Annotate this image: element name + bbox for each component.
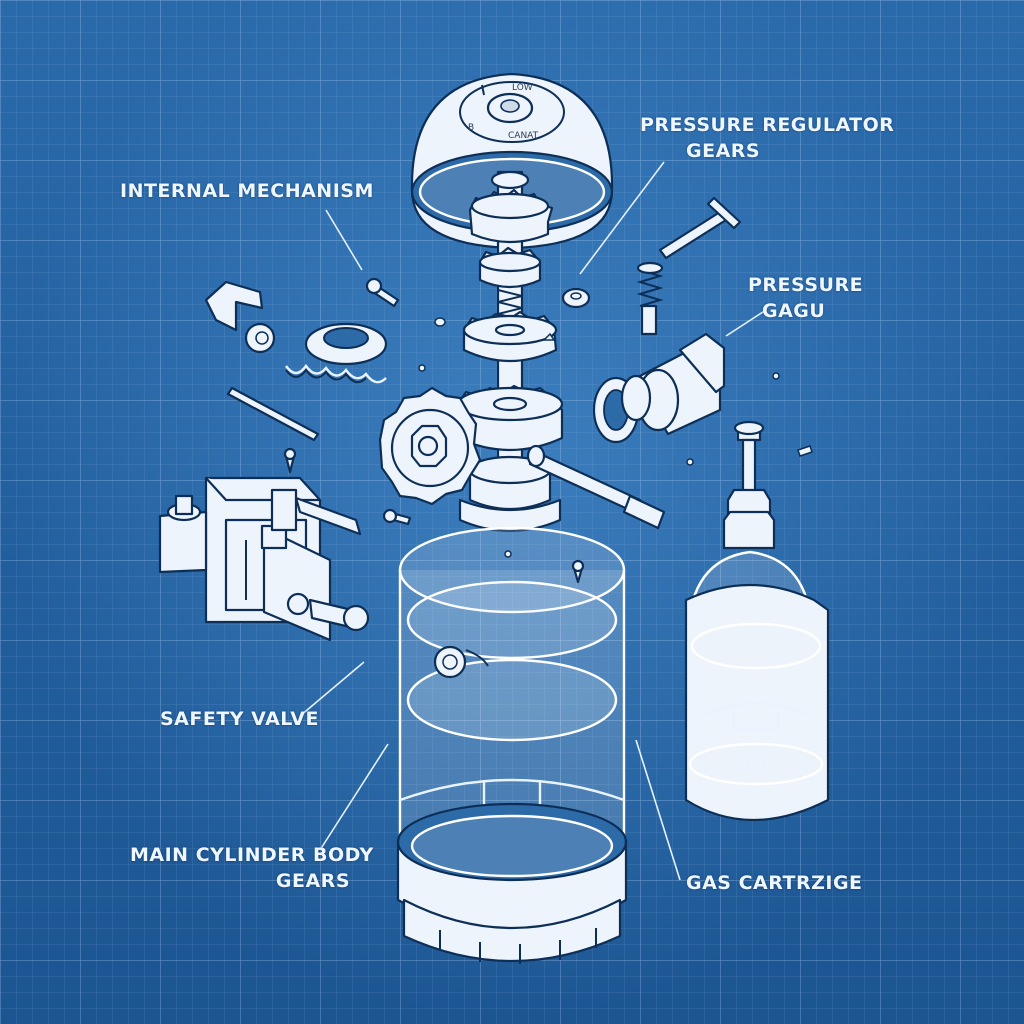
label-pressure-regulator-line1: PRESSURE REGULATOR <box>640 114 895 136</box>
side-drive-gear <box>378 386 482 506</box>
label-gas-cartridge: GAS CARTRZIGE <box>686 872 863 894</box>
small-spring-part <box>636 261 664 336</box>
washer <box>561 287 591 309</box>
t-handle-pin <box>658 196 742 260</box>
label-pressure-gauge-line1: PRESSURE <box>748 274 864 296</box>
compression-spring <box>285 363 387 384</box>
dial-mark-b: B <box>468 123 474 133</box>
long-pin <box>226 386 320 442</box>
dial-mark-scale: CANAT <box>508 131 539 141</box>
label-pressure-regulator: PRESSURE REGULATOR GEARS <box>640 112 894 164</box>
gas-cartridge-part <box>684 420 830 821</box>
loose-pins <box>418 317 813 558</box>
label-main-cylinder: MAIN CYLINDER BODY GEARS <box>130 842 374 894</box>
dial-mark-low: LOW <box>512 83 533 93</box>
label-pressure-gauge: PRESSURE GAGU <box>748 272 863 324</box>
label-internal-mechanism: INTERNAL MECHANISM <box>120 180 374 202</box>
label-pressure-gauge-line2: GAGU <box>762 300 826 322</box>
central-gear-stack <box>456 170 564 533</box>
mounting-bracket <box>204 280 276 354</box>
retaining-ring <box>304 322 388 366</box>
small-screws <box>283 277 585 584</box>
gauge-piston <box>592 332 726 444</box>
label-main-cylinder-line2: GEARS <box>275 870 350 892</box>
safety-valve-assembly <box>158 476 370 642</box>
label-main-cylinder-line1: MAIN CYLINDER BODY <box>130 844 374 866</box>
connecting-rod <box>526 444 666 530</box>
pressure-dial-cap: LOW B CANAT <box>410 72 614 250</box>
label-pressure-regulator-line2: GEARS <box>686 140 761 162</box>
label-safety-valve: SAFETY VALVE <box>160 708 319 730</box>
main-cylinder-body <box>396 526 628 964</box>
leader-lines <box>299 161 767 881</box>
